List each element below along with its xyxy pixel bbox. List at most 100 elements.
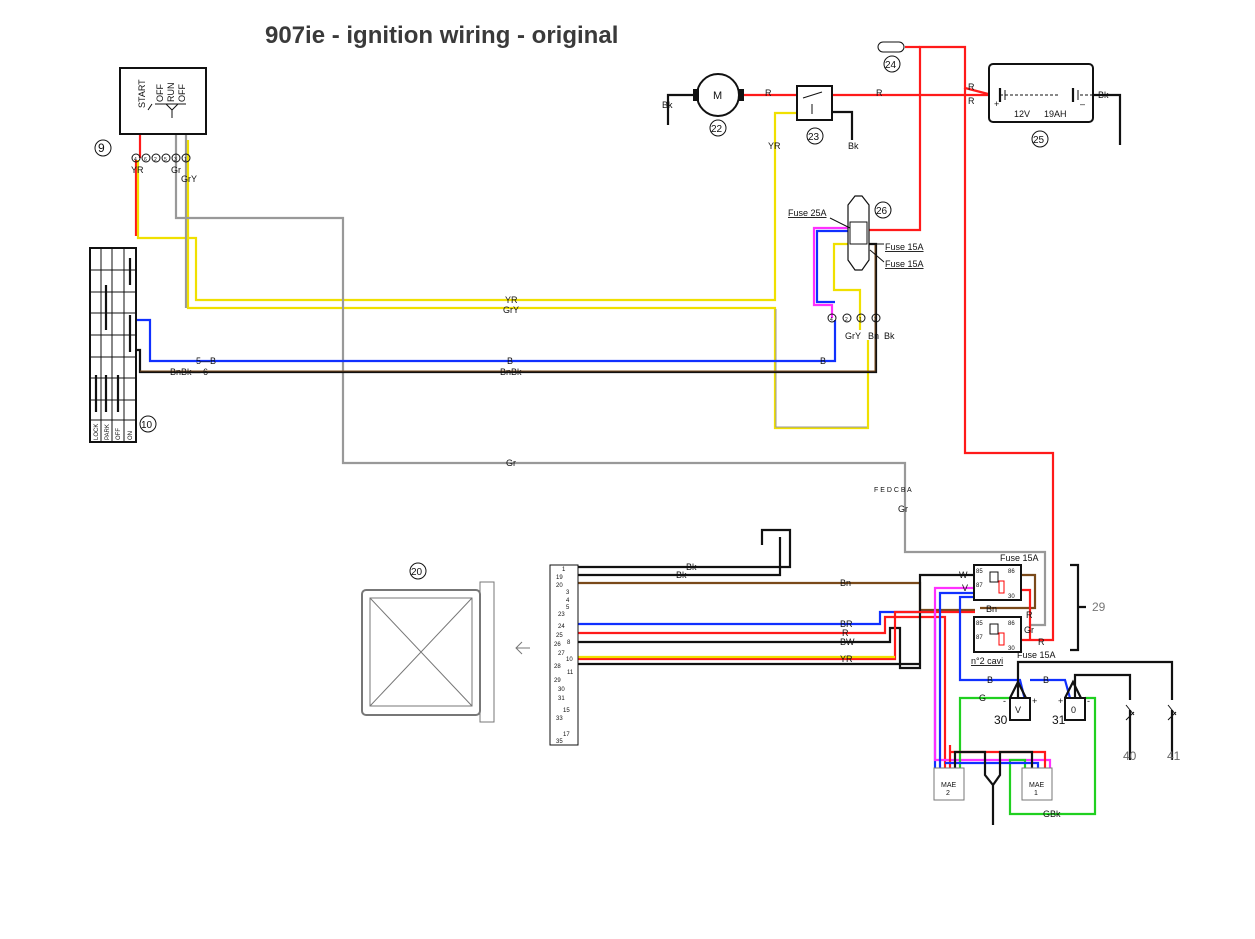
component-41-label: 41	[1167, 749, 1181, 763]
wire-label: 5—B	[196, 356, 216, 366]
wire-label: Bk	[662, 100, 673, 110]
relay-fuse-icon	[998, 632, 1005, 646]
ecu-socket	[479, 581, 495, 723]
wire-label: Bk	[1098, 90, 1109, 100]
wire-label: Gr	[171, 165, 181, 175]
relay-fuse-bottom-label: Fuse 15A	[1017, 650, 1056, 660]
relay-switch-icon	[802, 91, 823, 114]
ecu-pin-label: 3	[566, 590, 570, 596]
wire-label: YR	[840, 654, 853, 664]
motor: M 22	[693, 73, 744, 137]
pin	[141, 153, 151, 163]
wire-label: Bk	[676, 570, 687, 580]
component-40-label: 40	[1123, 749, 1137, 763]
position-off: OFF	[155, 84, 165, 102]
wire-label: R	[842, 628, 849, 638]
wire-sensors	[1128, 710, 1174, 760]
wire-label: YR	[131, 165, 144, 175]
component-26-circle	[874, 201, 892, 219]
mae-1-number: 1	[1034, 790, 1038, 797]
mae-2-label: MAE	[941, 782, 957, 789]
relay-23-body	[796, 85, 833, 121]
relay-pin: 87	[976, 635, 983, 641]
ecu-pin-label: 17	[563, 732, 570, 738]
fuse-15a-label-2: Fuse 15A	[885, 259, 924, 269]
relay-note: n°2 cavi	[971, 656, 1003, 666]
wire-label: BR	[840, 619, 853, 629]
wire-fusebox-blue	[815, 229, 848, 304]
battery-cell-icon	[998, 88, 1075, 102]
pin-label: 5	[164, 157, 167, 163]
ecu: 20	[361, 562, 530, 723]
module-30: V -+ 30	[994, 679, 1037, 727]
module-minus: -	[1087, 696, 1090, 706]
wire-label: V	[962, 583, 968, 593]
ecu-pin-label: 28	[554, 664, 561, 670]
ecu-pin-label: 30	[558, 687, 565, 693]
battery-plus: +	[994, 99, 999, 109]
wire-label: Bk	[686, 562, 697, 572]
wire-label: R	[765, 88, 772, 98]
relay-fuse-icon	[998, 580, 1005, 594]
wire-relay-blue-1	[938, 591, 985, 770]
battery-body	[988, 63, 1094, 123]
wire-label: YR	[505, 295, 518, 305]
wire-gr	[174, 118, 1047, 627]
wire-label: YR	[768, 141, 781, 151]
module-connector-icon	[1009, 679, 1027, 699]
wire-gry	[186, 140, 870, 430]
pin-label: 4	[830, 317, 833, 323]
ecu-pin-label: 23	[558, 612, 565, 618]
wire-ecu-bk-1	[578, 528, 792, 569]
pin-label: 4	[134, 157, 137, 163]
wire-bnbk-stripe	[140, 245, 876, 372]
wire-label: Bn	[840, 578, 851, 588]
relay-pin: 86	[1008, 621, 1015, 627]
component-9-label: 9	[98, 141, 105, 155]
component-10-circle	[139, 415, 157, 433]
component-20-label: 20	[411, 567, 423, 578]
pin-label: 2	[845, 317, 848, 323]
wire-label: Gr	[506, 458, 516, 468]
wire-relay-ground	[826, 110, 854, 140]
relay-coil-icon	[989, 623, 999, 635]
fuse-15a-label: Fuse 15A	[885, 242, 924, 252]
component-29-label: 29	[1092, 600, 1106, 614]
relay-fuse-top-label: Fuse 15A	[1000, 553, 1039, 563]
wire-ecu-br-blue	[578, 610, 937, 770]
wire-label: Bk	[848, 141, 859, 151]
component-24-circle	[883, 55, 901, 73]
component-22-label: 22	[711, 124, 723, 135]
pin-label: 3	[174, 157, 177, 163]
wire-gry-stripe	[775, 309, 867, 428]
wire-label: W	[959, 570, 968, 580]
wire-mae-ground	[953, 750, 1034, 825]
wire-label: Bk	[884, 331, 895, 341]
arrow-left-icon	[515, 641, 530, 655]
mae-2-body	[933, 767, 965, 801]
position-run: RUN	[166, 83, 176, 103]
pin	[171, 153, 181, 163]
pin	[842, 313, 852, 323]
steering-lock-switch: LOCK PARK OFF ON 10	[89, 247, 157, 443]
motor-terminal	[693, 89, 699, 101]
wire-ecu-bk-2	[578, 537, 782, 577]
wire-label: R	[1038, 637, 1045, 647]
wire-label: GBk	[1043, 809, 1061, 819]
wire-label: Gr	[898, 504, 908, 514]
fuse-icon	[877, 41, 905, 53]
battery-voltage: 12V	[1014, 109, 1030, 119]
ecu-pin-label: 26	[554, 642, 561, 648]
ecu-pin-label: 33	[556, 716, 563, 722]
ecu-pin-label: 8	[567, 640, 571, 646]
wire-red-relay	[963, 88, 1055, 642]
module-31: 0 +- 31	[1052, 679, 1090, 727]
relay-pin: 85	[976, 569, 983, 575]
wire-ecu-r	[578, 615, 947, 770]
pin	[856, 313, 866, 323]
ecu-pin-label: 4	[566, 598, 570, 604]
